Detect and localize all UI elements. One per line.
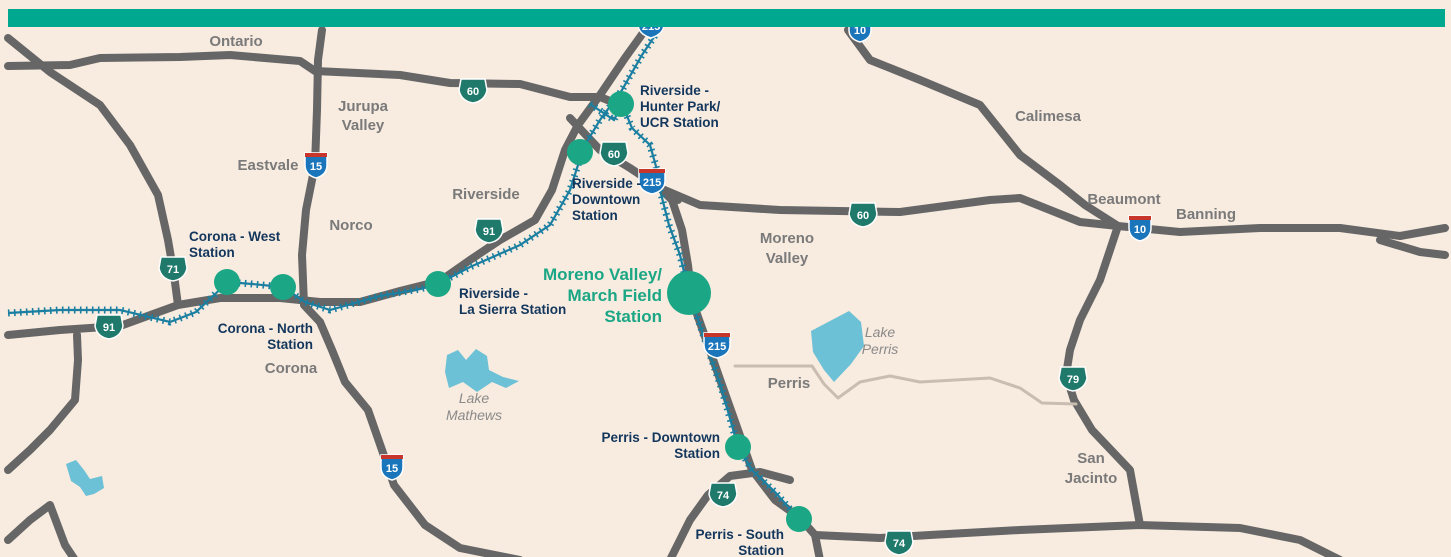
road-i10-east — [844, 26, 1449, 240]
road-ramona — [733, 364, 1078, 406]
city-eastvale: Eastvale — [238, 157, 299, 174]
road-sw-bottom — [4, 501, 78, 557]
svg-text:215: 215 — [708, 341, 726, 353]
shield-ca74-b: 74 — [884, 530, 914, 556]
svg-text:10: 10 — [1134, 224, 1146, 236]
svg-text:10: 10 — [854, 25, 866, 37]
road-ca91-east — [436, 22, 652, 285]
svg-text:74: 74 — [717, 490, 730, 502]
svg-text:91: 91 — [483, 226, 495, 238]
station-dot-hunter-park[interactable] — [608, 91, 634, 117]
city-corona: Corona — [265, 360, 318, 377]
svg-text:15: 15 — [310, 161, 322, 173]
shield-i215-c: 215 — [703, 332, 731, 359]
road-i15-south — [316, 318, 523, 557]
city-perris: Perris — [768, 375, 811, 392]
svg-text:215: 215 — [643, 177, 661, 189]
shield-ca60-a: 60 — [458, 78, 488, 104]
road-sw-loop — [4, 331, 82, 474]
lake-perris-shape — [811, 311, 864, 382]
shield-ca79: 79 — [1058, 366, 1088, 392]
shield-ca60-b: 60 — [599, 141, 629, 167]
svg-text:60: 60 — [608, 149, 620, 161]
station-dot-perris-downtown[interactable] — [725, 434, 751, 460]
svg-text:74: 74 — [893, 538, 906, 550]
lake-small-shape — [66, 460, 104, 496]
shield-ca91-a: 91 — [474, 218, 504, 244]
svg-text:60: 60 — [857, 210, 869, 222]
svg-text:91: 91 — [103, 322, 115, 334]
station-dot-downtown-riverside[interactable] — [567, 139, 593, 165]
label-hunter-park: Riverside -Hunter Park/UCR Station — [640, 83, 721, 130]
svg-text:60: 60 — [467, 86, 479, 98]
header-bar — [8, 9, 1445, 27]
station-dot-corona-west[interactable] — [214, 269, 240, 295]
city-beaumont: Beaumont — [1087, 191, 1160, 208]
svg-text:79: 79 — [1067, 374, 1079, 386]
shield-ca71: 71 — [158, 256, 188, 282]
svg-text:15: 15 — [386, 463, 398, 475]
shield-i10-b: 10 — [1128, 215, 1152, 242]
shield-i15-a: 15 — [304, 152, 328, 179]
svg-text:71: 71 — [167, 264, 179, 276]
shield-ca60-c: 60 — [848, 202, 878, 228]
road-ca60-east — [656, 184, 1122, 230]
station-dot-la-sierra[interactable] — [425, 271, 451, 297]
station-dot-perris-south[interactable] — [786, 506, 812, 532]
city-norco: Norco — [329, 217, 372, 234]
road-ca79 — [1062, 222, 1144, 529]
shield-ca91-b: 91 — [94, 314, 124, 340]
city-riverside: Riverside — [452, 186, 520, 203]
road-i10-spur — [1376, 236, 1449, 259]
shield-ca74-a: 74 — [708, 482, 738, 508]
city-ontario: Ontario — [209, 33, 262, 50]
city-calimesa: Calimesa — [1015, 108, 1082, 125]
shield-i215-b: 215 — [638, 168, 666, 195]
city-banning: Banning — [1176, 206, 1236, 223]
station-dots — [214, 91, 812, 532]
label-la-sierra: Riverside -La Sierra Station — [459, 286, 566, 317]
station-dot-moreno-valley[interactable] — [667, 271, 711, 315]
lake-mathews-shape — [445, 349, 519, 392]
rail-perris-line — [589, 101, 800, 520]
station-dot-corona-north[interactable] — [270, 274, 296, 300]
shield-i15-b: 15 — [380, 454, 404, 481]
